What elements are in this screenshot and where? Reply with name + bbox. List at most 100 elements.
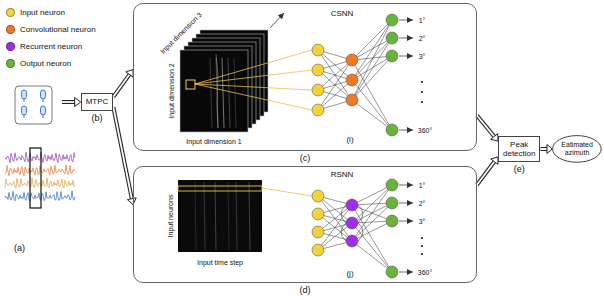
synapse	[352, 241, 392, 272]
legend-row: Output neuron	[6, 58, 71, 69]
input-neuron	[312, 104, 324, 116]
arrow-head	[491, 134, 498, 141]
label-text: Input time step	[197, 259, 243, 266]
double-arrow	[477, 157, 498, 185]
label-text: 1°	[419, 182, 426, 189]
waveform	[5, 191, 75, 201]
arrow-core	[113, 107, 132, 199]
output-arrow	[399, 130, 413, 131]
label-text: 360°	[418, 269, 432, 276]
recurrent-neuron	[346, 199, 358, 211]
microphone	[41, 90, 46, 99]
arrow-outline	[477, 161, 495, 184]
legend-row: Input neuron	[6, 7, 65, 18]
spectral-streak	[216, 58, 218, 128]
spectral-streak	[228, 182, 229, 250]
label-text: (j)	[346, 270, 353, 278]
arrow-head	[547, 144, 552, 153]
input-block: (a)	[4, 85, 62, 255]
synapse	[195, 84, 312, 110]
input-neuron	[312, 44, 324, 56]
legend-text: Input neuron	[20, 8, 65, 17]
spectral-streak	[236, 182, 237, 250]
output-ellipse: Eatimated azimuth	[552, 135, 602, 163]
mic-array-box	[15, 86, 52, 124]
synapse	[318, 223, 352, 250]
receptive-field	[186, 80, 195, 89]
label-text: 2°	[419, 200, 426, 207]
synapse	[318, 60, 352, 90]
recurrent-neuron	[346, 235, 358, 247]
input-neuron	[312, 244, 324, 256]
spectral-streak	[204, 182, 205, 250]
output-neuron	[386, 215, 398, 227]
recurrent-link	[358, 205, 363, 223]
input-neuron	[312, 190, 324, 202]
output-arrow	[399, 56, 413, 57]
synapse	[318, 205, 352, 232]
synapse	[352, 100, 392, 130]
arrow-outline	[540, 147, 547, 151]
node-text: (e)	[514, 164, 525, 174]
output-neuron	[386, 14, 398, 26]
node-text: (c)	[300, 153, 311, 163]
output-neuron	[386, 197, 398, 209]
node-text: (d)	[300, 285, 311, 295]
node-text: Peak detection	[503, 140, 535, 158]
recurrent-neuron	[346, 217, 358, 229]
arrow-outline	[477, 115, 495, 136]
output-neuron	[386, 124, 398, 136]
arrow-core	[540, 148, 547, 150]
input-neuron	[312, 208, 324, 220]
label-text: Input dimension 3	[159, 11, 203, 55]
ellipsis-dot	[421, 237, 423, 239]
microphone	[22, 90, 27, 99]
output-arrow	[399, 272, 413, 273]
arrow-outline	[113, 74, 129, 97]
label-text: Input neurons	[167, 195, 174, 238]
ellipsis-dot	[421, 253, 423, 255]
synapse	[352, 20, 392, 80]
process-box: Peak detection(e)	[498, 136, 540, 162]
ellipsis-dot	[421, 101, 423, 103]
input-neuron	[312, 84, 324, 96]
legend-text: Output neuron	[20, 59, 71, 68]
label-text: (i)	[346, 136, 353, 144]
input-row	[178, 186, 262, 191]
label-text: RSNN	[331, 171, 354, 179]
csnn-panel: (c)	[133, 3, 477, 151]
node-text: (b)	[91, 113, 102, 123]
output-neuron	[386, 179, 398, 191]
ellipsis-dot	[421, 91, 423, 93]
analysis-window	[30, 148, 41, 208]
output-arrow	[399, 20, 413, 21]
double-arrow	[113, 70, 133, 97]
output-arrow	[399, 203, 413, 204]
waveform	[5, 165, 75, 176]
input-neuron	[312, 64, 324, 76]
legend-row: Convolutional neuron	[6, 24, 96, 35]
synapse	[352, 20, 392, 60]
input-neuron	[312, 226, 324, 238]
node-text: (a)	[14, 243, 25, 253]
spectral-streak	[222, 58, 224, 128]
arrow-core	[477, 161, 495, 184]
legend-swatch	[6, 8, 15, 17]
microphone-stem	[24, 115, 25, 118]
ellipsis-dot	[421, 245, 423, 247]
ellipsis-dot	[421, 81, 423, 83]
label-text: Input dimension 2	[168, 63, 175, 118]
synapse	[352, 205, 392, 272]
synapse	[352, 38, 392, 100]
output-arrow	[399, 185, 413, 186]
label-text: CSNN	[331, 10, 354, 18]
synapse	[352, 223, 392, 272]
node-text: Eatimated azimuth	[561, 141, 593, 157]
synapse	[352, 185, 392, 241]
output-arrow	[399, 38, 413, 39]
synapse	[195, 70, 312, 84]
convolutional-neuron	[346, 94, 358, 106]
output-neuron	[386, 266, 398, 278]
arrow-core	[477, 115, 495, 136]
